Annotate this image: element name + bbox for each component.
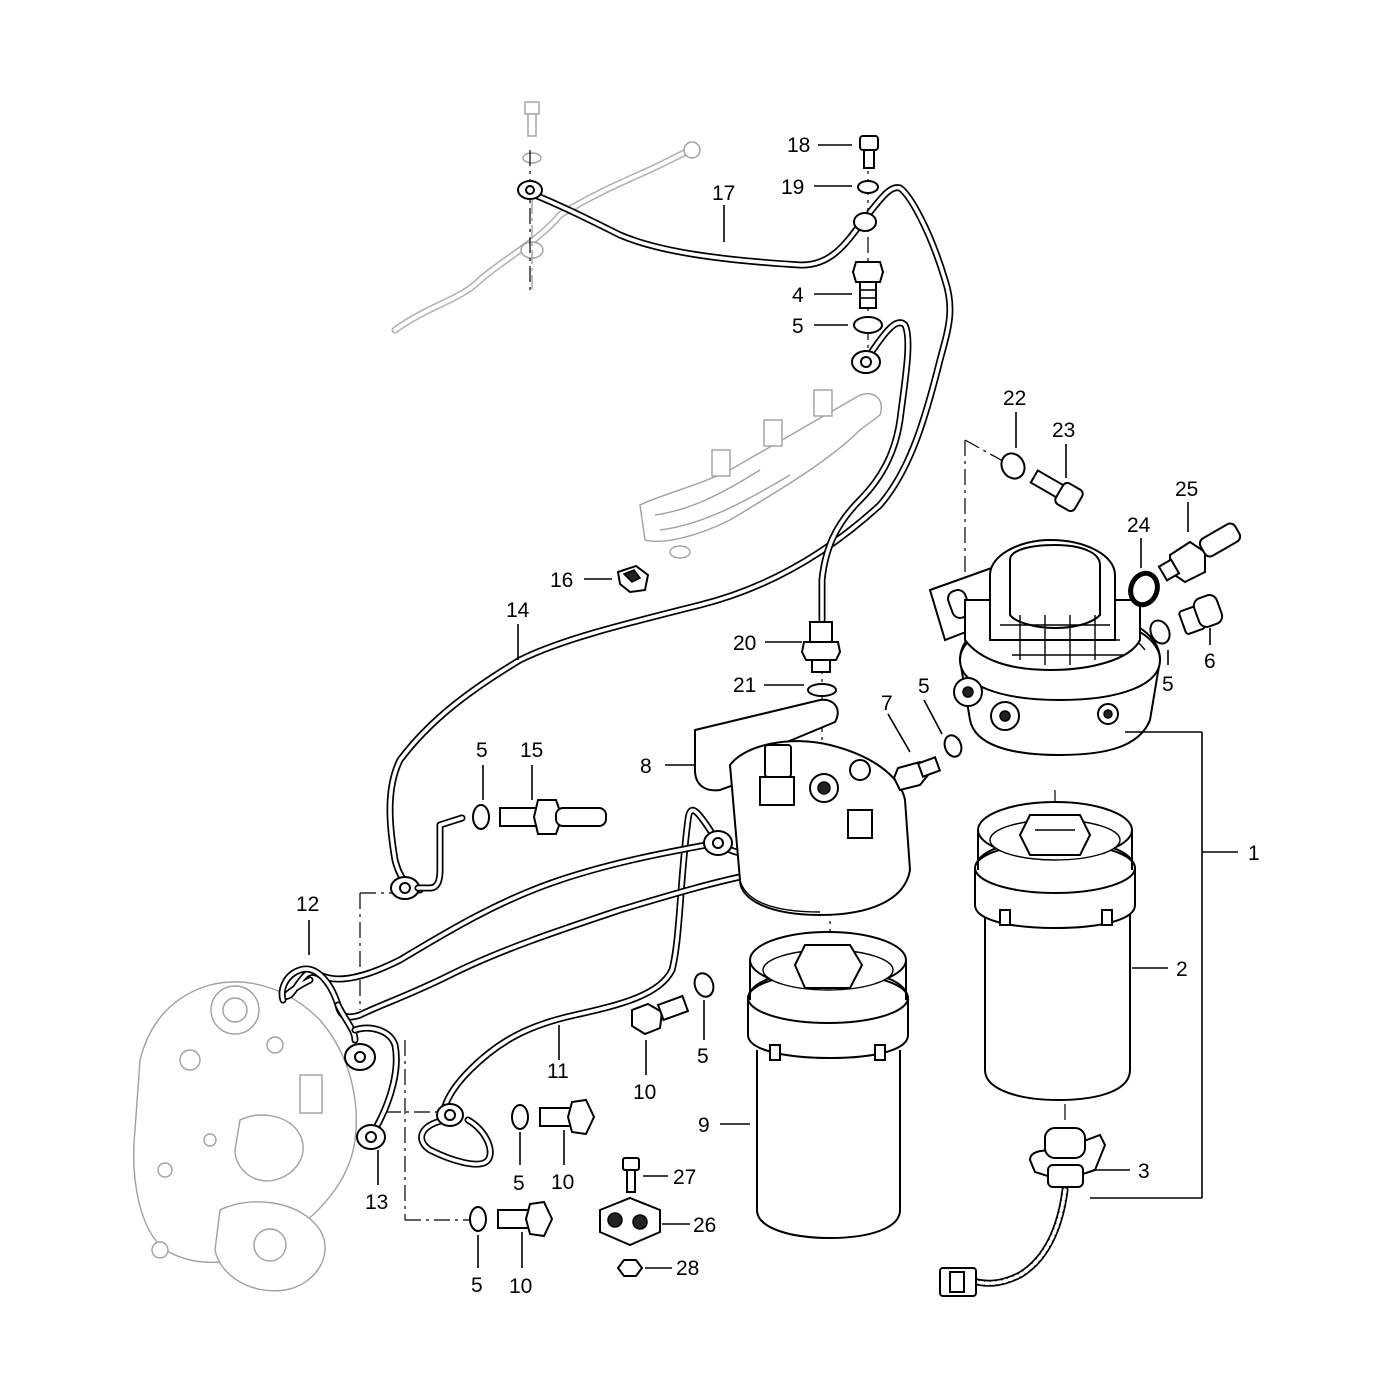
callout-1: 1 bbox=[1248, 842, 1260, 865]
callout-18: 18 bbox=[787, 134, 810, 157]
washer-5-row1 bbox=[511, 1104, 529, 1130]
callout-16: 16 bbox=[550, 569, 573, 592]
callout-27: 27 bbox=[673, 1166, 696, 1189]
ghosted-fuel-rail-lines bbox=[391, 101, 701, 334]
ghosted-high-pressure-pump bbox=[133, 981, 357, 1292]
banjo-bolt-10-mid bbox=[631, 994, 690, 1036]
callout-9: 9 bbox=[698, 1114, 710, 1137]
filter-housing-grid bbox=[1000, 615, 1125, 665]
leader-lines bbox=[308, 144, 1238, 1269]
callout-4: 4 bbox=[792, 284, 804, 307]
callout-14: 14 bbox=[506, 599, 530, 622]
banjo-bolt-10-row1 bbox=[539, 1098, 596, 1136]
callout-5: 5 bbox=[918, 675, 930, 698]
callout-20: 20 bbox=[733, 632, 756, 655]
callout-3: 3 bbox=[1138, 1160, 1150, 1183]
fitting-20 bbox=[800, 621, 842, 673]
callout-5: 5 bbox=[471, 1274, 483, 1297]
ghosted-common-rail bbox=[639, 389, 882, 559]
washer-5-top bbox=[853, 316, 883, 334]
o-ring-24 bbox=[1128, 570, 1160, 608]
washer-19 bbox=[857, 180, 879, 194]
callout-5: 5 bbox=[1162, 673, 1174, 696]
banjo-bolt-4 bbox=[851, 261, 885, 309]
callout-26: 26 bbox=[693, 1214, 716, 1237]
callout-12: 12 bbox=[296, 893, 319, 916]
fuel-line-13 bbox=[344, 1024, 400, 1150]
callout-28: 28 bbox=[676, 1257, 699, 1280]
washer-5-fitting7 bbox=[943, 734, 963, 758]
callout-19: 19 bbox=[781, 176, 804, 199]
washer-5-left bbox=[472, 804, 490, 830]
washer-21 bbox=[807, 683, 837, 697]
callout-25: 25 bbox=[1175, 478, 1198, 501]
banjo-fitting-top bbox=[853, 212, 877, 232]
callout-5: 5 bbox=[476, 739, 488, 762]
filter-head-8 bbox=[694, 698, 912, 917]
callout-11: 11 bbox=[547, 1060, 569, 1083]
callout-24: 24 bbox=[1127, 514, 1151, 537]
callout-23: 23 bbox=[1052, 419, 1075, 442]
connector-15 bbox=[499, 799, 607, 835]
washer-22 bbox=[1000, 452, 1026, 480]
washer-5-plug6 bbox=[1149, 619, 1171, 645]
fuel-line-rail-feed bbox=[818, 319, 912, 624]
filter-housing-1 bbox=[928, 538, 1162, 757]
washer-5-row2 bbox=[469, 1206, 487, 1232]
banjo-bolt-10-row2 bbox=[497, 1200, 554, 1238]
banjo-bolt-18 bbox=[859, 135, 879, 169]
bolt-23 bbox=[1029, 469, 1084, 513]
clip-16 bbox=[616, 564, 650, 594]
water-sensor-3 bbox=[939, 1127, 1107, 1297]
callout-17: 17 bbox=[712, 182, 735, 205]
fuel-line-return-top bbox=[386, 184, 954, 900]
fitting-7 bbox=[892, 756, 942, 792]
callout-15: 15 bbox=[520, 739, 543, 762]
nut-28 bbox=[616, 1259, 644, 1277]
callout-6: 6 bbox=[1204, 650, 1216, 673]
washer-5-mid bbox=[693, 972, 715, 998]
callout-10: 10 bbox=[509, 1275, 532, 1298]
callout-8: 8 bbox=[640, 755, 652, 778]
callout-5: 5 bbox=[513, 1172, 525, 1195]
callout-5: 5 bbox=[792, 315, 804, 338]
callout-21: 21 bbox=[733, 674, 756, 697]
bolt-27 bbox=[622, 1157, 640, 1193]
callout-labels: 1 2 3 4 5 5 5 5 5 5 5 6 7 8 9 10 10 10 1… bbox=[296, 134, 1260, 1298]
clamp-26 bbox=[599, 1196, 661, 1247]
plug-6 bbox=[1178, 594, 1224, 635]
callout-7: 7 bbox=[881, 692, 893, 715]
filter-element-9 bbox=[747, 931, 909, 1240]
callout-10: 10 bbox=[551, 1171, 574, 1194]
callout-22: 22 bbox=[1003, 387, 1026, 410]
callout-5: 5 bbox=[697, 1045, 709, 1068]
fuel-line-17 bbox=[517, 180, 866, 269]
fuel-line-12 bbox=[278, 830, 775, 1044]
filter-element-2 bbox=[974, 801, 1136, 1102]
callout-2: 2 bbox=[1176, 958, 1188, 981]
connector-25 bbox=[1157, 522, 1242, 584]
callout-13: 13 bbox=[365, 1191, 388, 1214]
callout-10: 10 bbox=[633, 1081, 656, 1104]
